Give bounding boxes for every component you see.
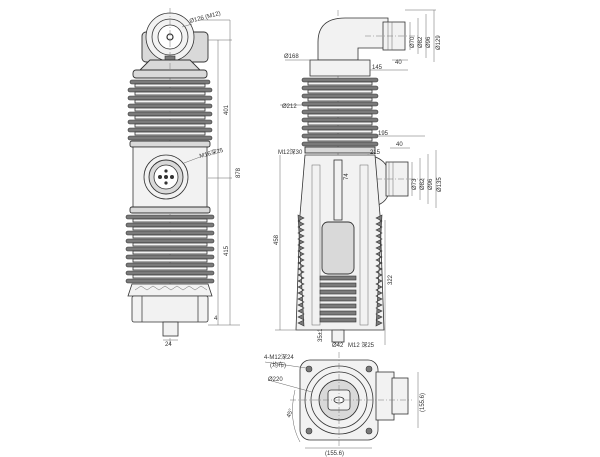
front-base (127, 283, 213, 337)
label-dim-40-top: 40 (395, 60, 402, 66)
label-top-bushing: Ø126 (M12) (189, 11, 221, 25)
label-dim-width: (155.6) (325, 451, 344, 457)
label-dim-195: 195 (378, 131, 389, 137)
label-top-d129: Ø129 (436, 35, 442, 50)
front-lower-sheds (125, 206, 215, 284)
front-mid-body (132, 146, 208, 208)
label-dim-4: 4 (214, 316, 218, 322)
label-dia-220: Ø220 (268, 377, 283, 383)
label-dia-168: Ø168 (284, 54, 299, 60)
label-dim-145: 145 (372, 65, 383, 71)
label-top-d96: Ø96 (426, 36, 432, 48)
label-dim-35: 35±1 (318, 328, 324, 342)
side-lower-body (295, 154, 385, 343)
label-dia-212: Ø212 (282, 104, 297, 110)
label-mid-d82: Ø82 (420, 178, 426, 190)
label-top-d82: Ø82 (418, 36, 424, 48)
front-dimensions (163, 19, 240, 341)
label-dim-45: 45° (286, 408, 295, 419)
label-dim-415: 415 (224, 245, 230, 256)
label-dim-401: 401 (224, 104, 230, 115)
side-dimensions (275, 9, 437, 345)
side-view: Ø168 Ø212 145 40 Ø70 Ø82 Ø96 Ø129 195 40… (274, 9, 443, 349)
side-top-elbow (317, 17, 420, 61)
label-dim-458: 458 (274, 234, 280, 245)
label-mid-d73: Ø73 (412, 178, 418, 190)
bottom-view: 4-M12深24 (均布) Ø220 45° (155.6) (155.6) (264, 352, 426, 457)
label-dim-40-mid: 40 (396, 142, 403, 148)
label-mid-d135: Ø135 (437, 177, 443, 192)
front-upper-sheds (127, 69, 213, 148)
label-stem-d42: Ø42 (332, 343, 344, 349)
side-upper-sheds (301, 59, 379, 154)
label-bolt-sub: (均布) (270, 361, 286, 369)
label-dim-height: (155.6) (420, 393, 426, 412)
label-dim-215: 215 (370, 150, 381, 156)
label-dim-878: 878 (236, 167, 242, 178)
front-top-bushing (138, 12, 209, 73)
front-view: Ø126 (M12) M16深25 401 415 878 4 24 (125, 8, 242, 348)
label-bolt: 4-M12深24 (264, 353, 294, 361)
label-dim-24: 24 (165, 342, 172, 348)
label-dim-322: 322 (388, 274, 394, 285)
label-top-d70: Ø70 (410, 36, 416, 48)
label-mid-d96: Ø96 (428, 178, 434, 190)
label-stem-thread: M12 深25 (348, 341, 375, 349)
label-dim-74: 74 (344, 173, 350, 180)
label-thread-top: M12深30 (278, 148, 303, 156)
